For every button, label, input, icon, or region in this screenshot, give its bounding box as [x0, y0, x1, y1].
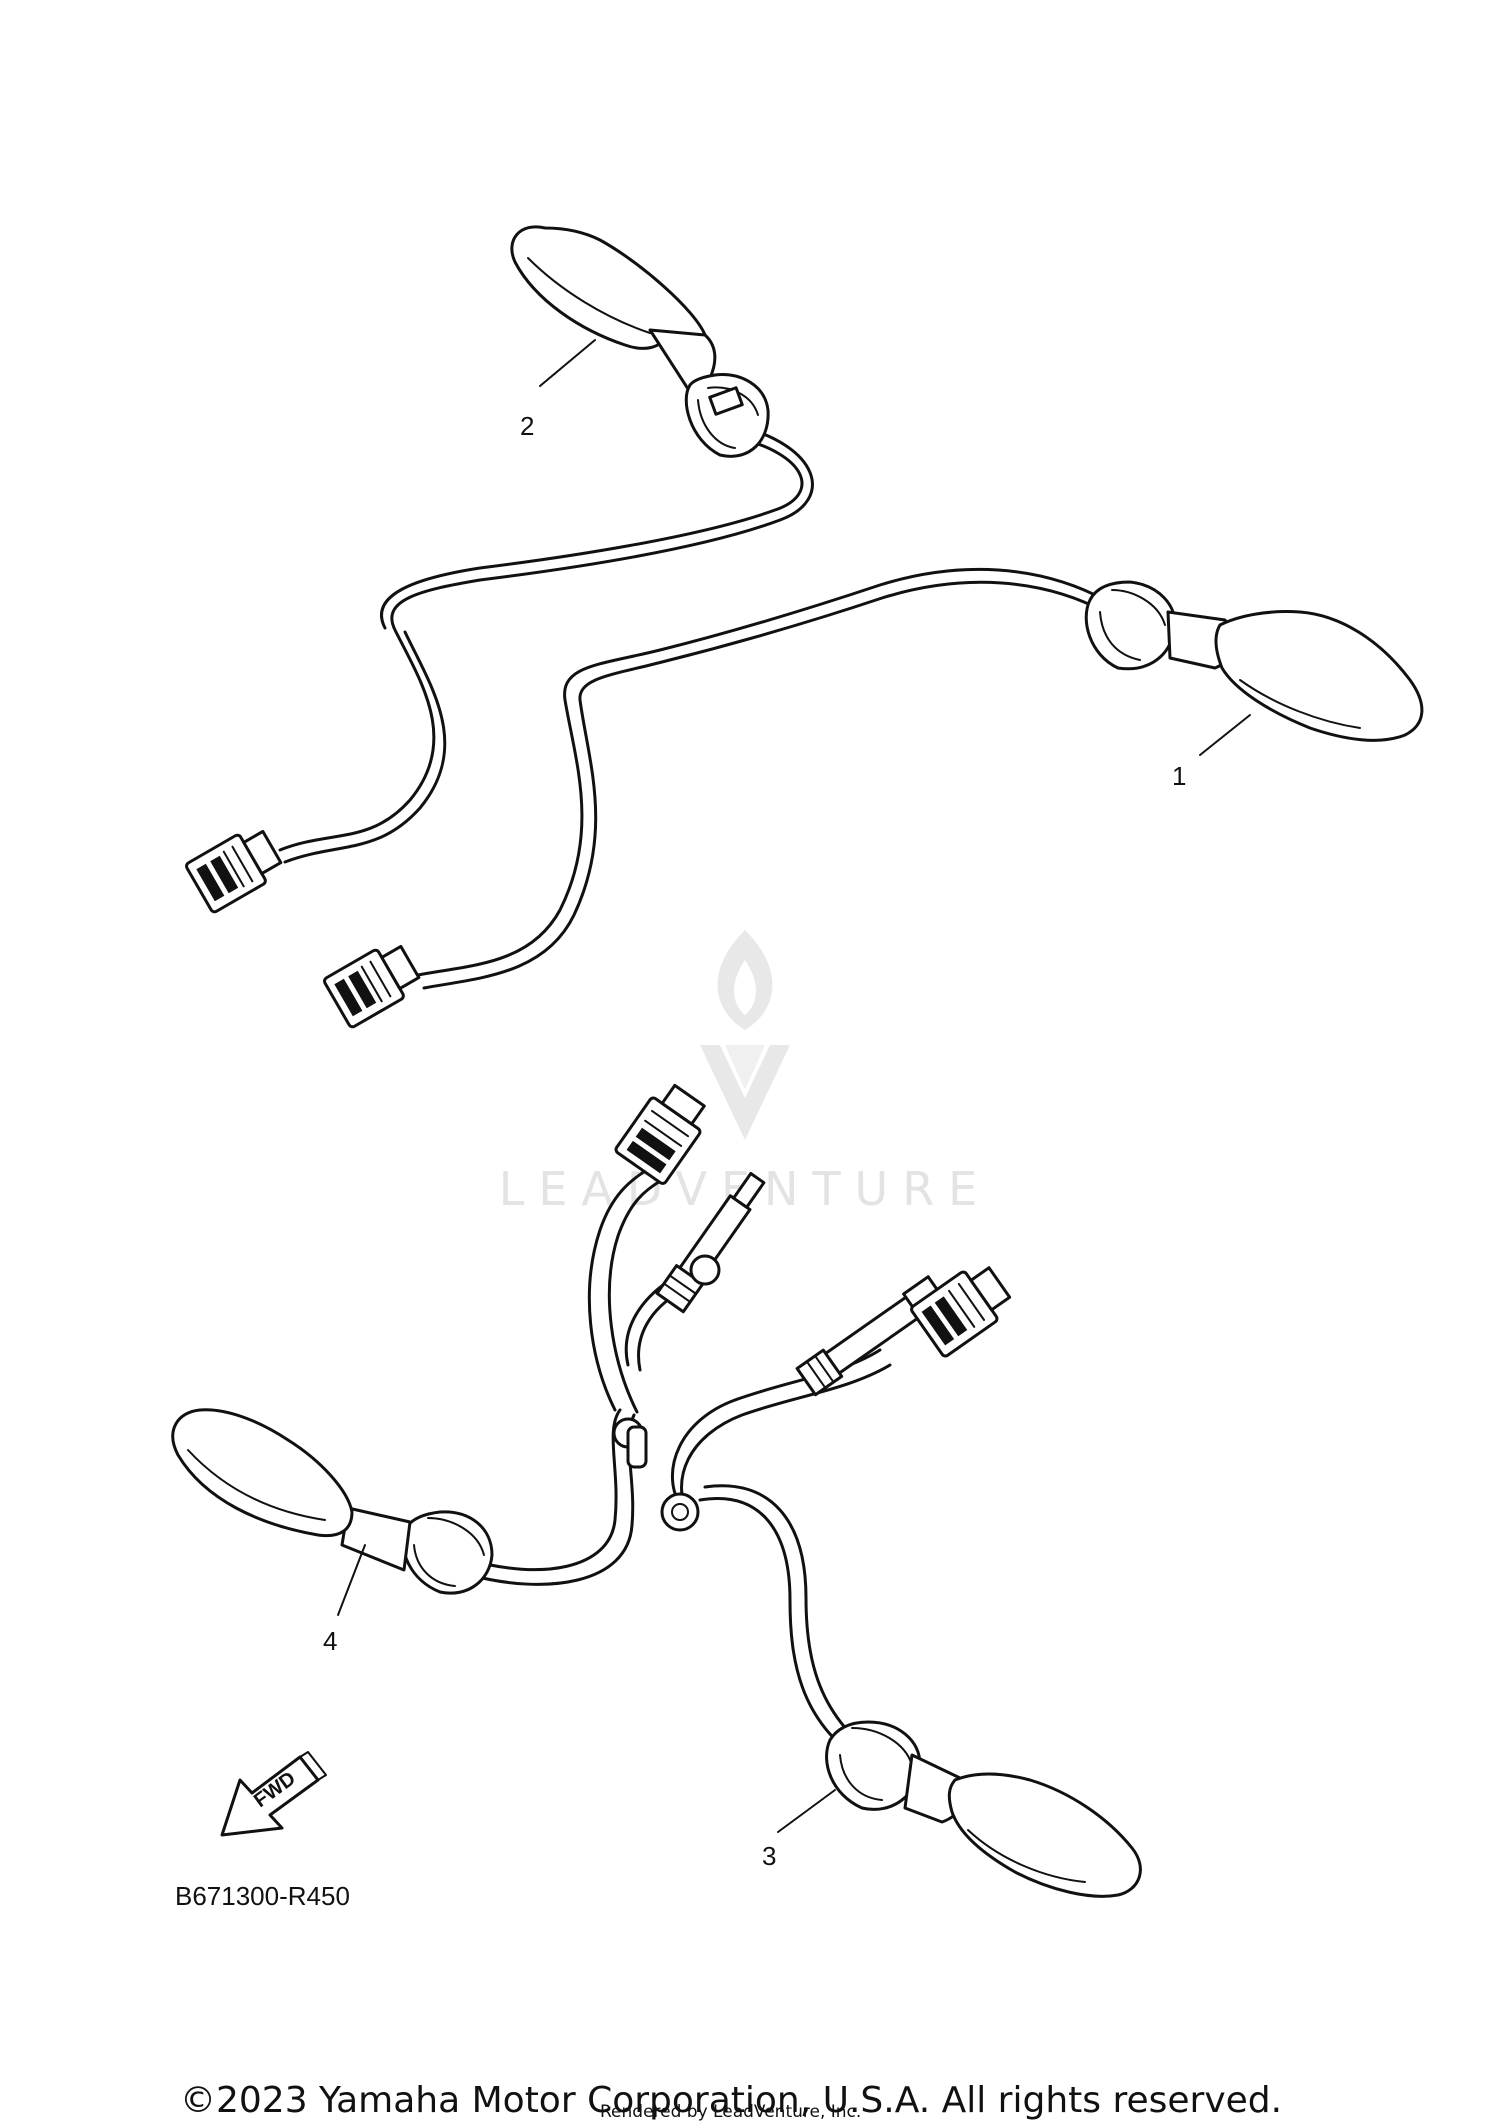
- copyright-text: ©2023 Yamaha Motor Corporation, U.S.A. A…: [180, 2080, 1283, 2121]
- part-3-turn-signal: 3: [660, 1266, 1142, 1898]
- callout-4: 4: [323, 1626, 337, 1656]
- fwd-arrow-icon: FWD: [220, 1751, 327, 1837]
- part-4-turn-signal: 4: [171, 1083, 766, 1656]
- flame-logo-icon: [700, 930, 790, 1140]
- callout-1: 1: [1172, 761, 1186, 791]
- diagram-code: B671300-R450: [175, 1881, 350, 1911]
- callout-3: 3: [762, 1841, 776, 1871]
- part-1-turn-signal: 1: [323, 567, 1424, 1029]
- part-2-turn-signal: 2: [185, 225, 814, 914]
- rendered-by-text: Rendered by LeadVenture, Inc.: [600, 2102, 862, 2122]
- callout-2: 2: [520, 411, 534, 441]
